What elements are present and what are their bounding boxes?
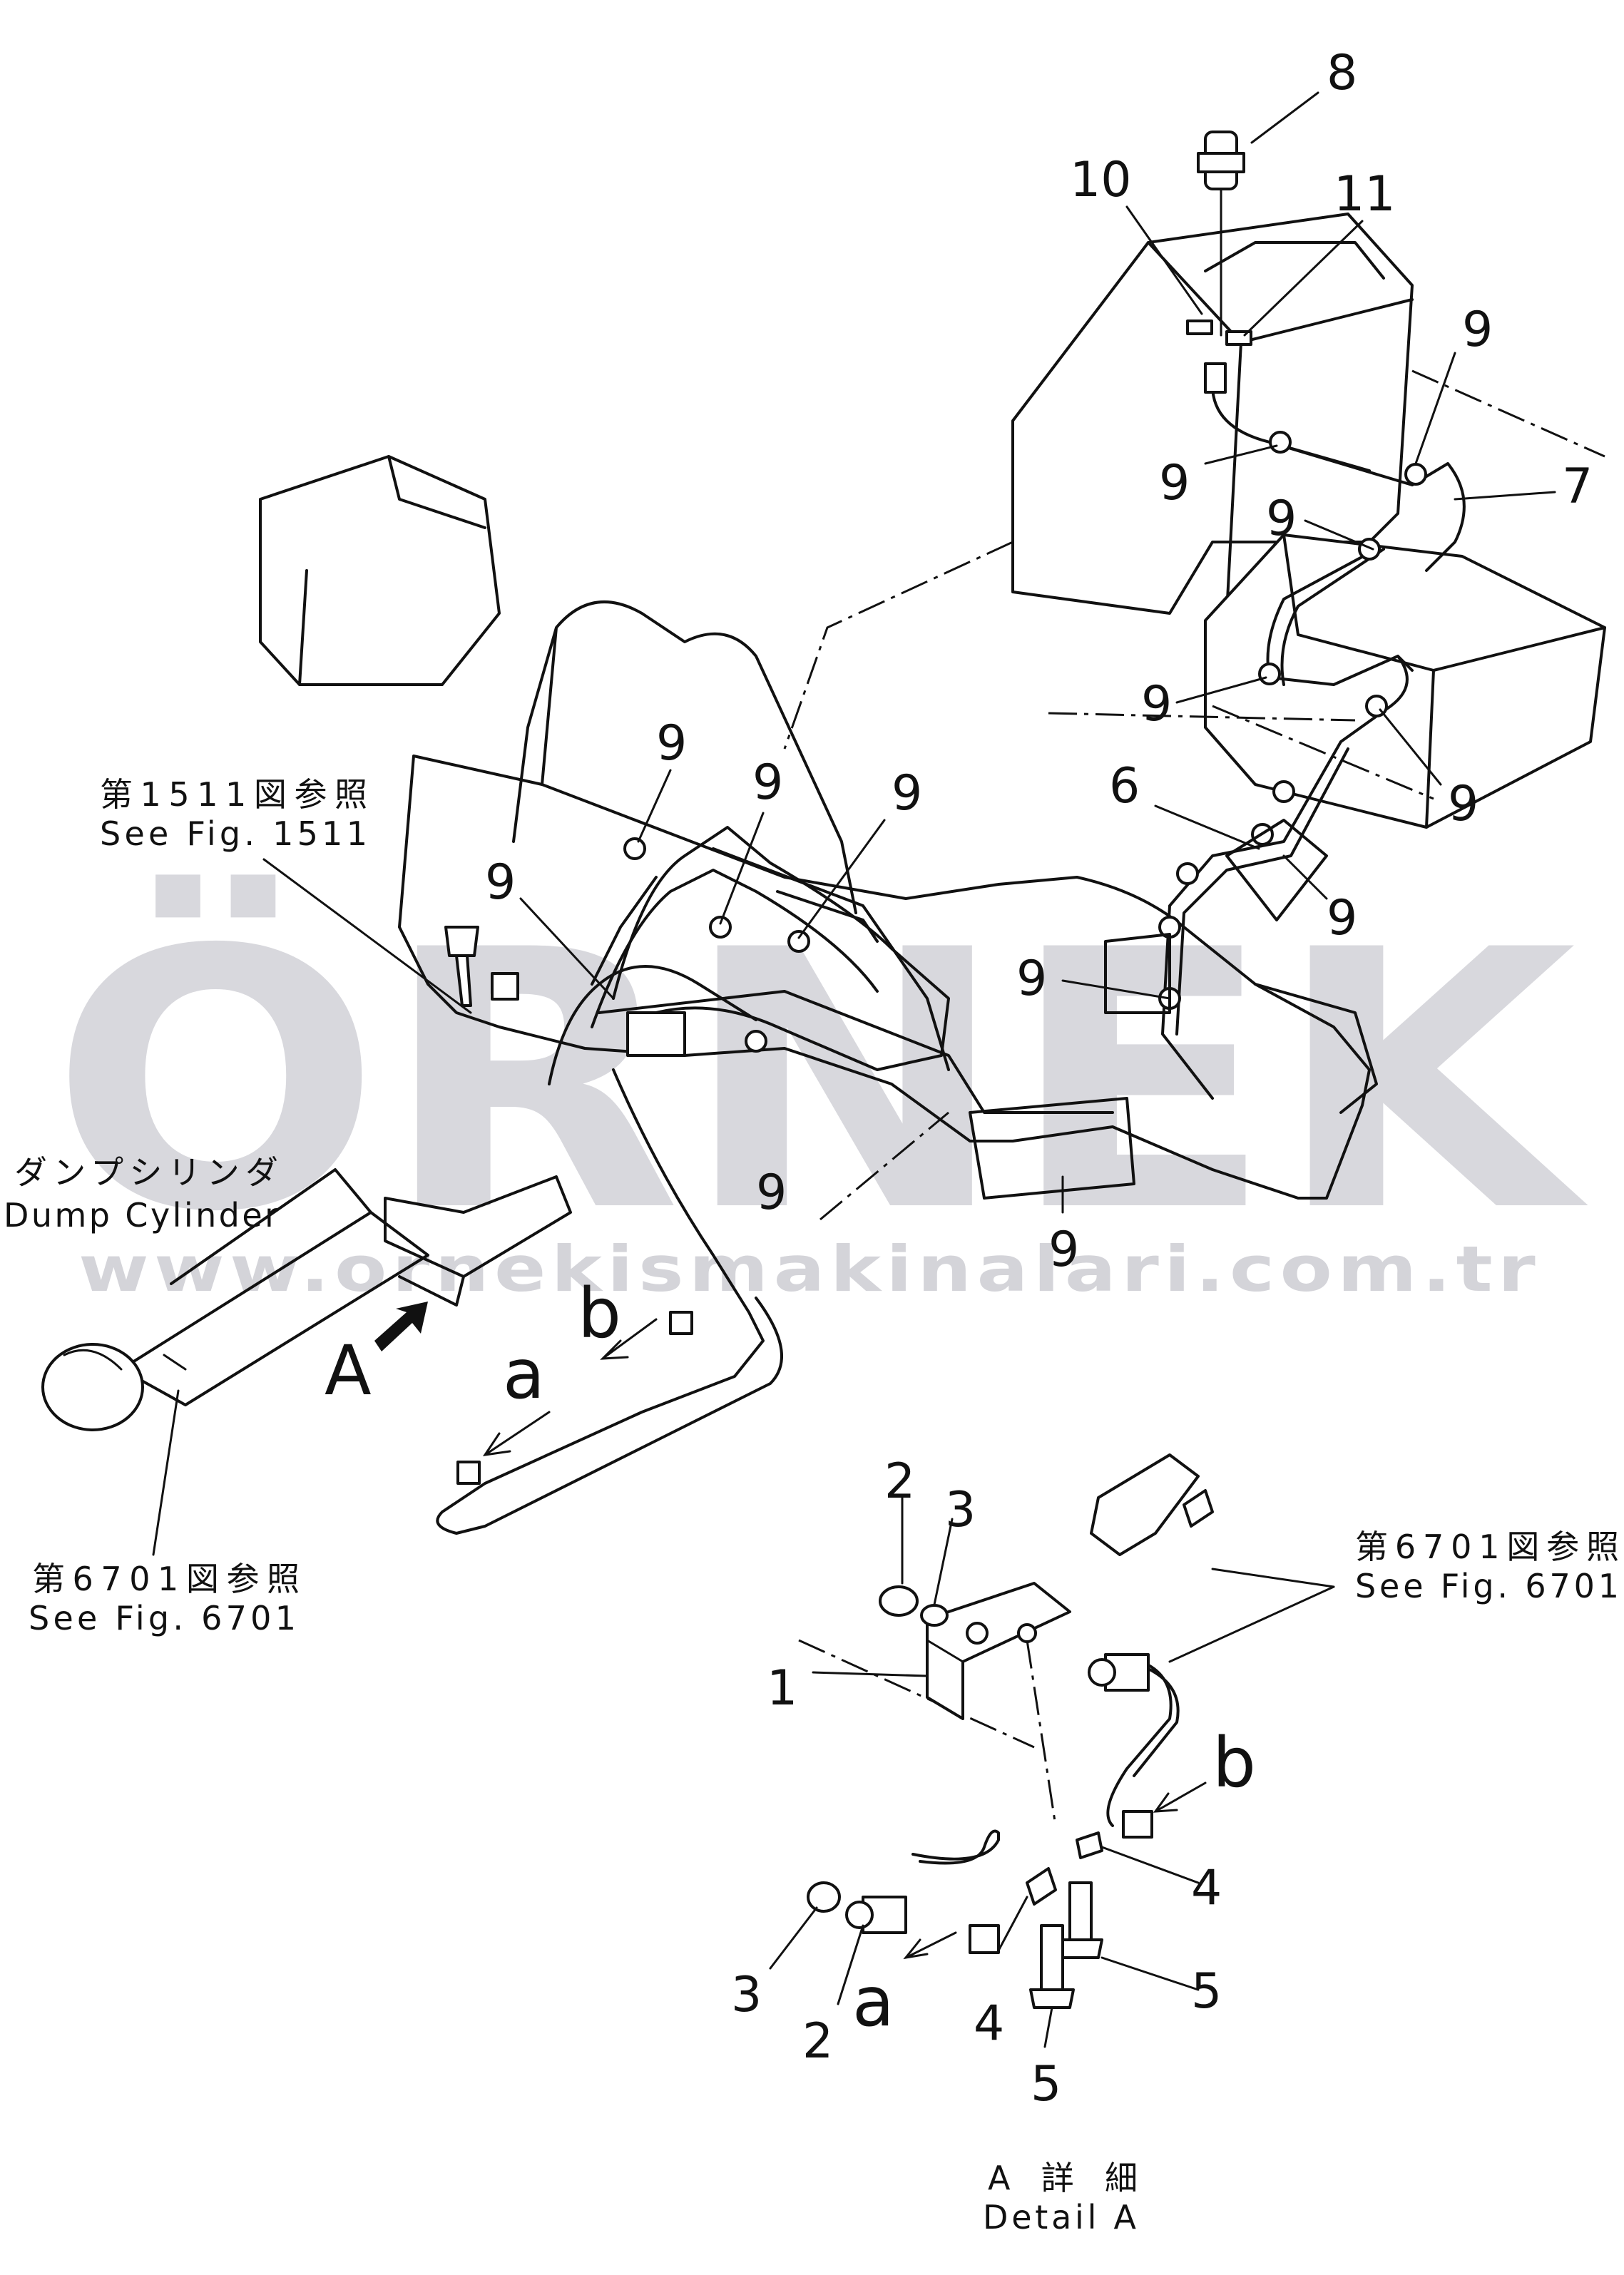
label-1: 1: [767, 1660, 797, 1717]
connector-a-main: a: [503, 1334, 545, 1414]
side-box: [1204, 533, 1606, 829]
mount-bracket: [384, 1175, 572, 1307]
connector-arrows: [374, 1302, 1207, 1960]
label-4-bottom: 4: [974, 1995, 1004, 2052]
label-10: 10: [1070, 152, 1132, 208]
label-5-bottom: 5: [1031, 2056, 1061, 2112]
connector-b-main: b: [578, 1274, 621, 1354]
center-lines: [783, 369, 1605, 1826]
ref-1511-jp: 第1511図参照: [100, 775, 367, 814]
label-9-f: 9: [1327, 890, 1357, 946]
label-9-a: 9: [1462, 302, 1493, 358]
harness-detail: [911, 1660, 1180, 1865]
label-9-l: 9: [756, 1165, 787, 1221]
label-2-bottom: 2: [802, 2013, 833, 2070]
bracket-fig6701: [1090, 1453, 1200, 1556]
console-box: [1011, 213, 1414, 615]
label-9-c: 9: [1266, 491, 1297, 547]
label-4-right: 4: [1191, 1860, 1222, 1916]
detail-a-jp: A 詳 細: [988, 2159, 1138, 2197]
view-label-a: A: [325, 1331, 372, 1411]
label-9-b: 9: [1159, 455, 1190, 511]
side-box-top: [1282, 533, 1606, 829]
bracket-1: [926, 1582, 1071, 1720]
dump-cylinder: [41, 1168, 429, 1431]
label-6: 6: [1109, 758, 1140, 814]
detail-a-en: Detail A: [983, 2198, 1137, 2236]
connector-b-detail: b: [1212, 1723, 1256, 1803]
label-9-h: 9: [656, 715, 687, 772]
label-11: 11: [1334, 166, 1396, 223]
label-9-d: 9: [1141, 676, 1172, 732]
connector-a-detail: a: [852, 1962, 894, 2042]
label-3-top: 3: [945, 1482, 976, 1538]
machine-outline: [259, 213, 1606, 1307]
ref-6701-left-jp: 第6701図参照: [32, 1560, 300, 1598]
ref-1511-en: See Fig. 1511: [100, 814, 367, 853]
ref-6701-left-en: See Fig. 6701: [29, 1599, 296, 1637]
label-5-right: 5: [1191, 1963, 1222, 2020]
label-7: 7: [1562, 459, 1593, 515]
leader-lines: [152, 91, 1556, 2048]
ref-6701-right-jp: 第6701図参照: [1355, 1528, 1619, 1566]
watermark-url: www.ornekismakinalari.com.tr: [78, 1232, 1541, 1306]
part-labels: 8 10 11 9 9 7 9 9 9 6 9 9 9 9 9 9 9 9 1 …: [485, 45, 1593, 2112]
label-9-m: 9: [1048, 1222, 1079, 1278]
label-9-e: 9: [1448, 776, 1479, 832]
dump-cylinder-en: Dump Cylinder: [4, 1196, 278, 1234]
label-9-k: 9: [485, 854, 516, 911]
label-9-g: 9: [1016, 951, 1047, 1007]
label-3-bottom: 3: [731, 1967, 762, 2023]
step: [1254, 983, 1378, 1114]
label-2-top: 2: [884, 1453, 915, 1510]
small-parts: [444, 131, 1328, 1485]
ref-6701-right-en: See Fig. 6701: [1355, 1567, 1619, 1605]
detail-a: [807, 1453, 1214, 2009]
seat-back: [512, 600, 857, 914]
label-9-j: 9: [892, 765, 922, 822]
label-8: 8: [1327, 45, 1357, 101]
label-9-i: 9: [752, 755, 783, 811]
view-arrow-a: [374, 1302, 428, 1351]
connector-letters: a b a b A: [325, 1274, 1256, 2042]
armrest-block: [259, 455, 501, 686]
dump-cylinder-jp: ダンプシリンダ: [14, 1153, 278, 1192]
